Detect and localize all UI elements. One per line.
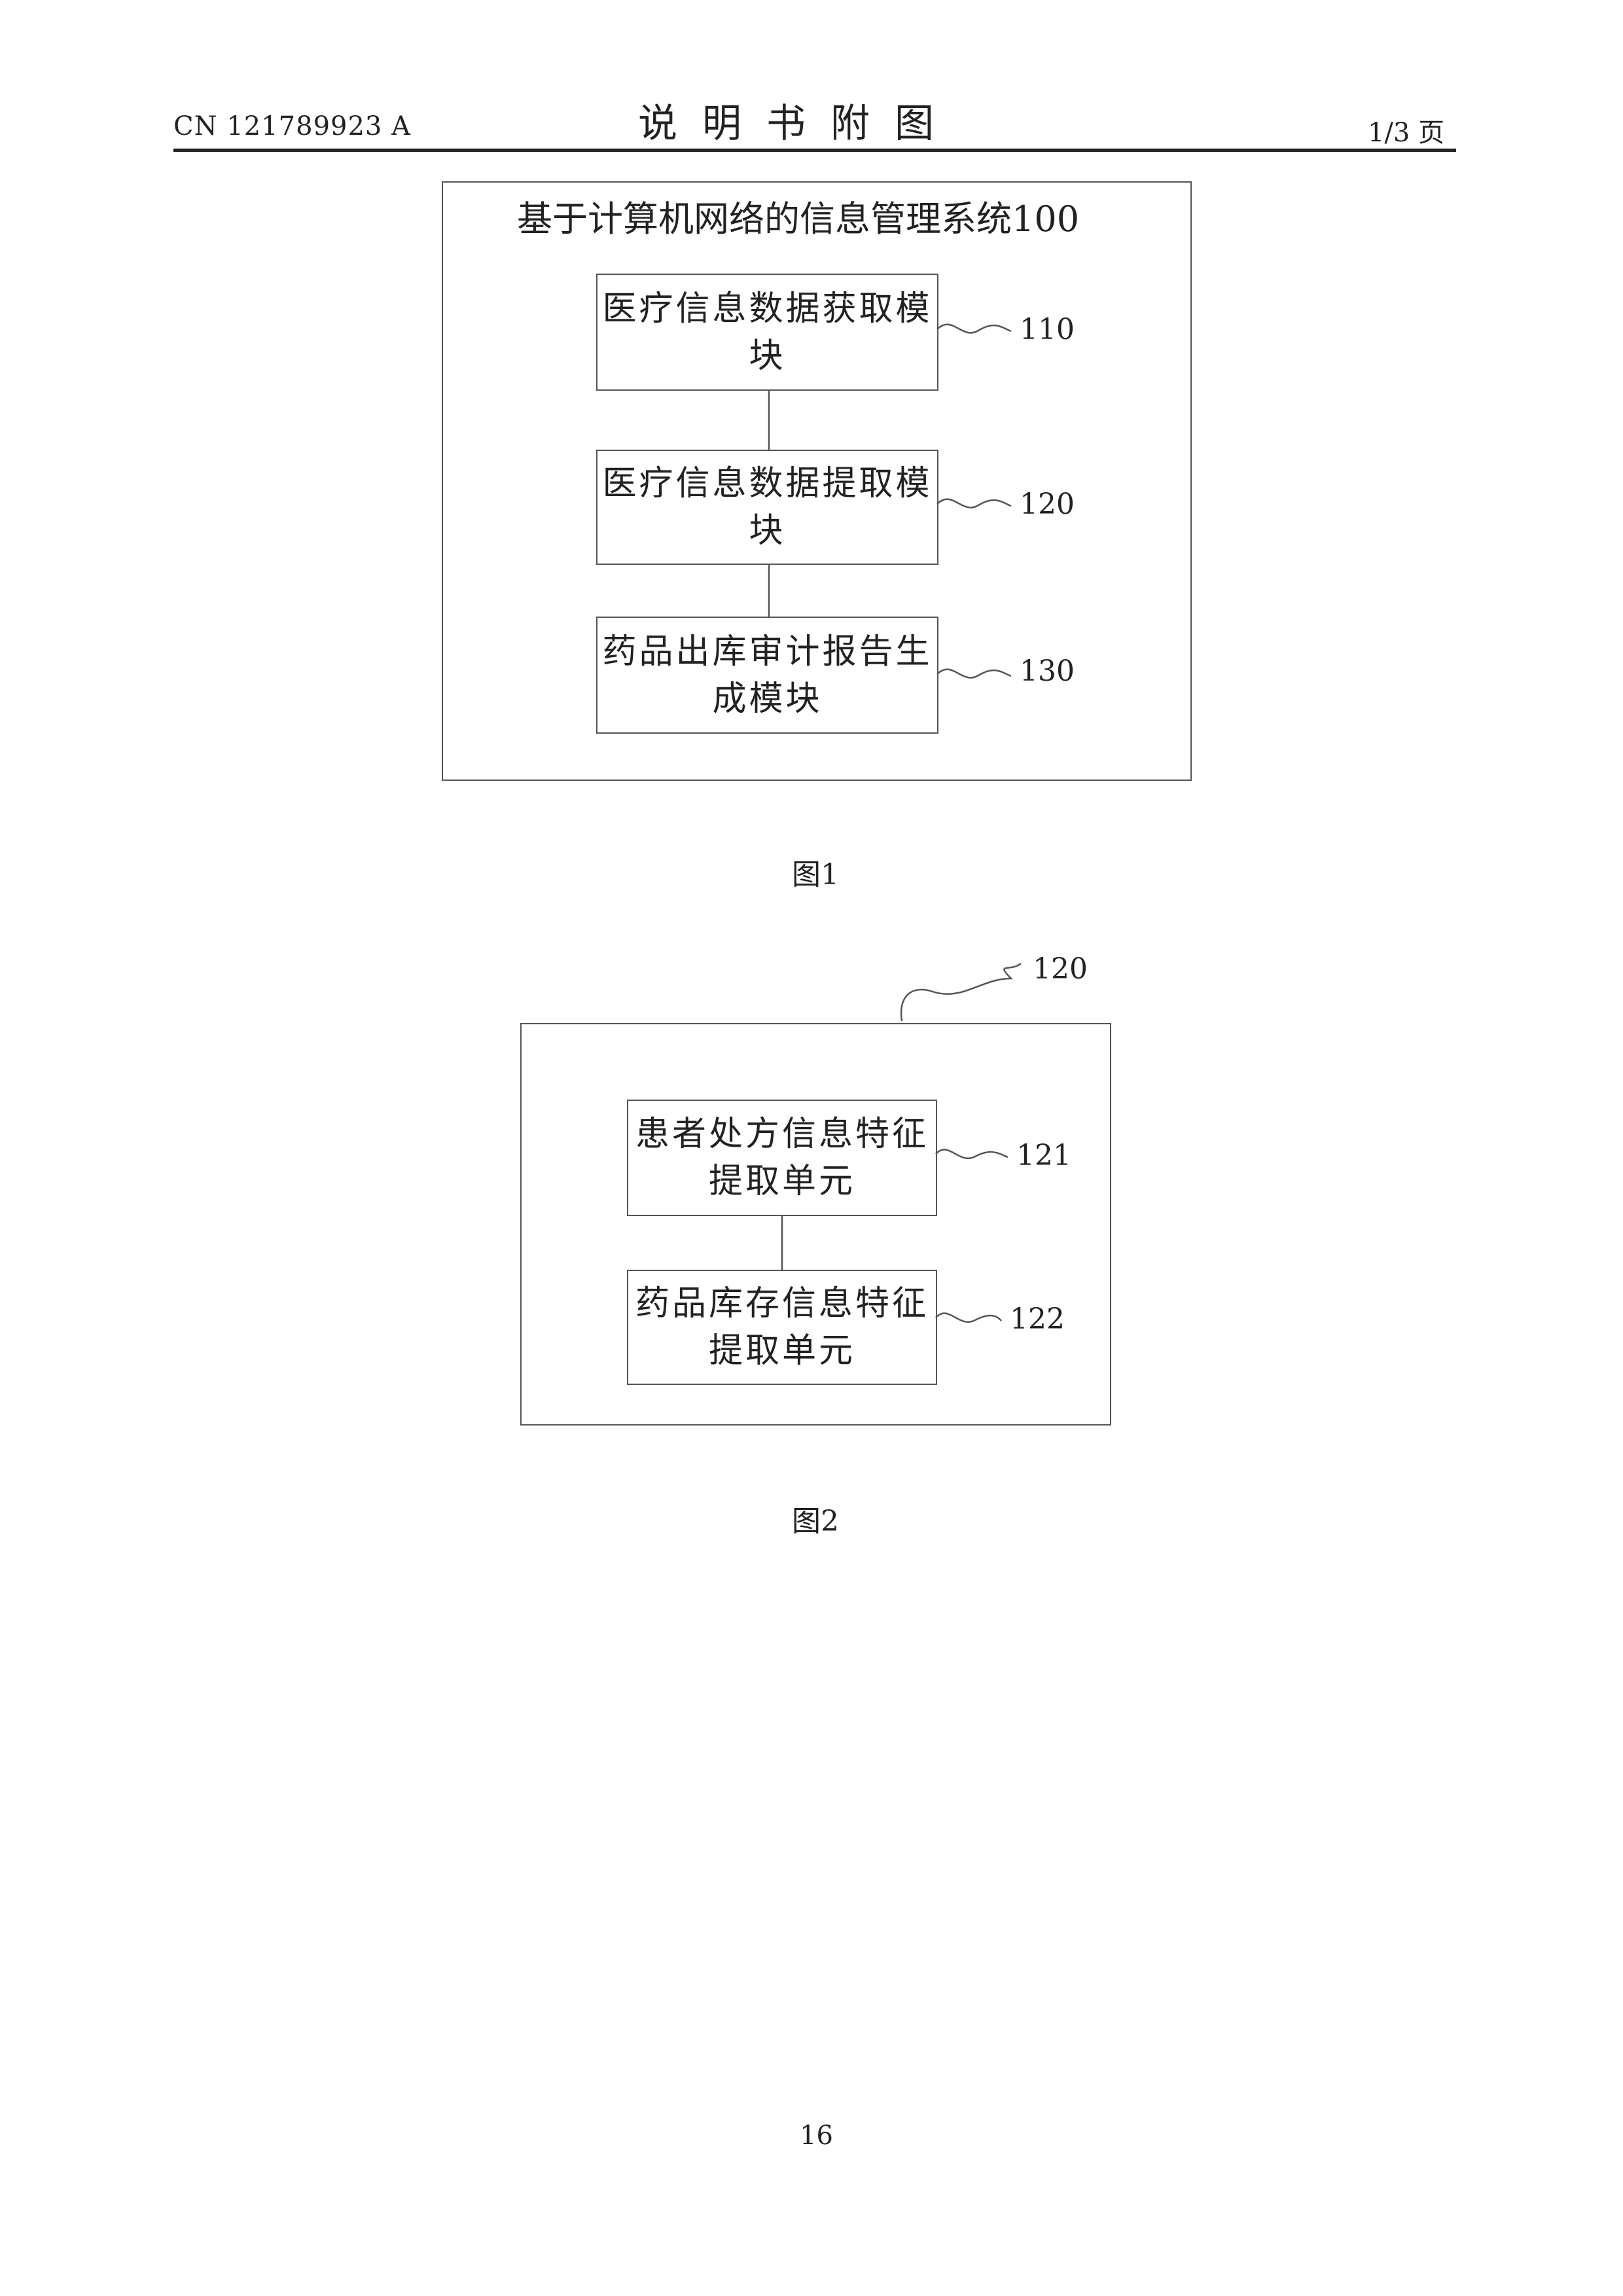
fig2-container-ref: 120 — [1033, 952, 1088, 986]
fig1-module-ref: 120 — [1020, 488, 1075, 521]
fig2-unit-label: 药品库存信息特征提取单元 — [628, 1280, 936, 1374]
fig1-module-ref: 110 — [1020, 313, 1075, 346]
fig1-module-label: 药品出库审计报告生成模块 — [597, 628, 937, 723]
fig2-unit-box: 患者处方信息特征提取单元 — [627, 1100, 937, 1216]
fig2-unit-box: 药品库存信息特征提取单元 — [627, 1270, 937, 1385]
fig1-module-label: 医疗信息数据获取模块 — [597, 285, 937, 380]
fig2-caption: 图2 — [792, 1498, 839, 1539]
fig2-unit-label: 患者处方信息特征提取单元 — [628, 1111, 936, 1205]
page-number: 16 — [800, 2121, 833, 2151]
fig1-module-ref: 130 — [1020, 655, 1075, 688]
fig2-leader-120 — [901, 963, 1021, 1021]
fig1-module-box: 药品出库审计报告生成模块 — [596, 617, 938, 734]
fig1-module-label: 医疗信息数据提取模块 — [597, 460, 937, 554]
fig2-unit-ref: 122 — [1010, 1302, 1065, 1336]
fig1-system-title: 基于计算机网络的信息管理系统100 — [517, 190, 1079, 242]
fig1-module-box: 医疗信息数据获取模块 — [596, 274, 938, 391]
fig1-module-box: 医疗信息数据提取模块 — [596, 450, 938, 565]
fig2-unit-ref: 121 — [1016, 1139, 1071, 1172]
fig1-caption: 图1 — [792, 851, 839, 893]
